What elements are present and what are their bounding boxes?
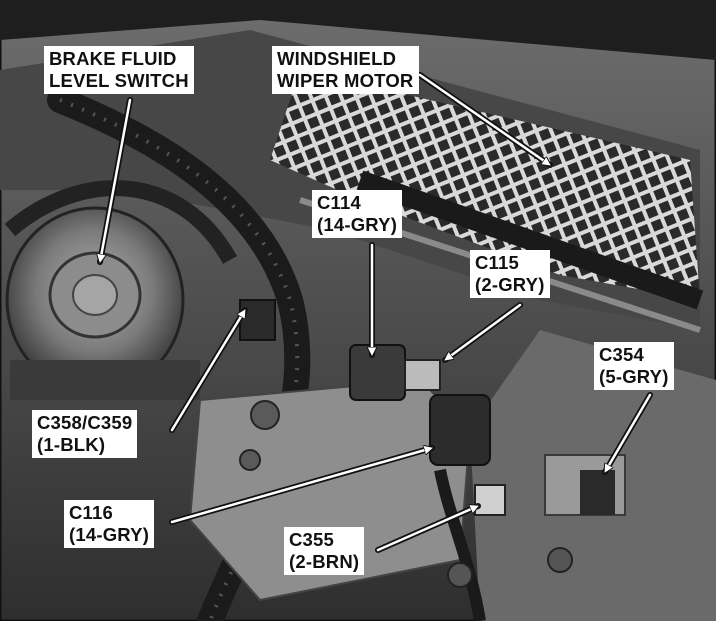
callout-line: (14-GRY): [317, 214, 398, 235]
callout-c355: C355 (2-BRN): [284, 527, 365, 575]
windshield-wiper-motor-grille: [270, 70, 700, 300]
c354-connector-body: [580, 470, 615, 515]
callout-brake-fluid-level-switch: BRAKE FLUID LEVEL SWITCH: [44, 46, 194, 94]
callout-c114: C114 (14-GRY): [312, 190, 403, 238]
callout-line: C355: [289, 529, 335, 550]
arrow-c358-c359: [169, 307, 248, 433]
arrow-windshield-wiper-motor: [417, 72, 553, 168]
c115-connector-body: [404, 359, 441, 391]
callout-line: BRAKE FLUID: [49, 48, 177, 69]
callout-line: LEVEL SWITCH: [49, 70, 189, 91]
hood-shadow: [0, 0, 716, 60]
secondary-hose: [4, 180, 237, 264]
callout-line: WINDSHIELD: [277, 48, 397, 69]
arrow-c355: [375, 503, 481, 553]
callout-c116: C116 (14-GRY): [64, 500, 155, 548]
callout-line: C114: [317, 192, 362, 213]
c358-c359-connector-body: [239, 299, 276, 341]
callout-line: (5-GRY): [599, 366, 669, 387]
c114-connector-body: [349, 344, 406, 401]
callout-line: C354: [599, 344, 645, 365]
arrow-c354: [602, 392, 653, 475]
callout-line: WIPER MOTOR: [277, 70, 414, 91]
callout-line: (14-GRY): [69, 524, 150, 545]
c355-connector-body: [474, 484, 506, 516]
leader-arrows: [100, 72, 653, 553]
callout-line: (2-BRN): [289, 551, 360, 572]
arrow-brake-fluid-level-switch: [100, 97, 133, 265]
callout-c358-c359: C358/C359 (1-BLK): [32, 410, 138, 458]
c116-connector-body: [429, 394, 491, 466]
callout-line: C116: [69, 502, 114, 523]
callout-line: C358/C359: [37, 412, 133, 433]
callout-windshield-wiper-motor: WINDSHIELD WIPER MOTOR: [272, 46, 419, 94]
callout-line: C115: [475, 252, 520, 273]
arrow-c115: [442, 302, 523, 363]
arrow-c116: [169, 448, 435, 525]
callout-line: (1-BLK): [37, 434, 106, 455]
callout-c115: C115 (2-GRY): [470, 250, 550, 298]
callout-line: (2-GRY): [475, 274, 545, 295]
callout-c354: C354 (5-GRY): [594, 342, 674, 390]
